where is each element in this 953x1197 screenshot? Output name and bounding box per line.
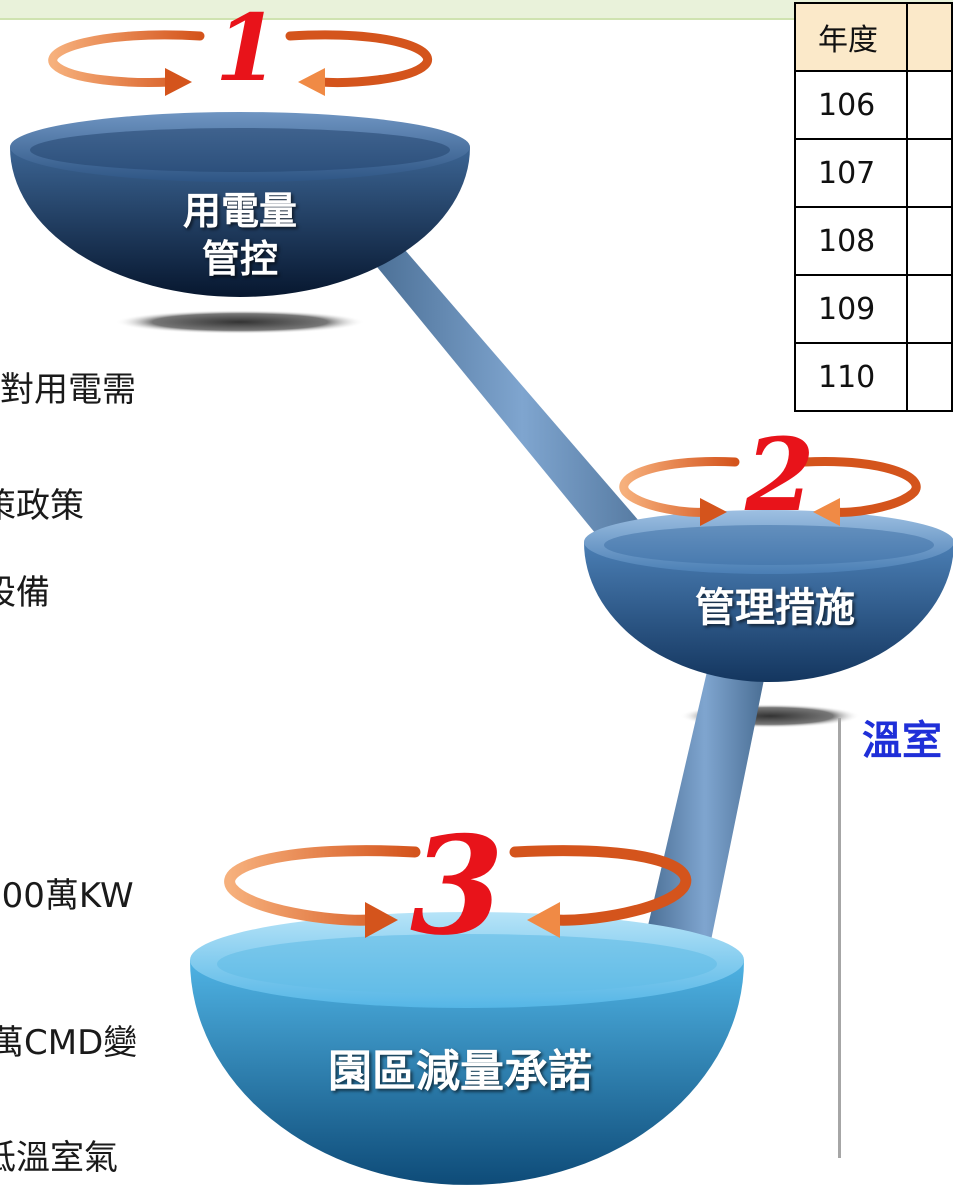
table-cell-year: 109: [793, 274, 909, 344]
connector-1-2: [355, 240, 690, 600]
table-header-col2: [906, 2, 953, 72]
step-number-1: 1: [215, 0, 280, 102]
connector-2-3: [640, 650, 770, 970]
table-cell-year: 106: [793, 70, 909, 140]
bowl3-label: 園區減量承諾: [328, 1046, 592, 1097]
table-cell-year: 108: [793, 206, 909, 276]
table-cell-year: 110: [793, 342, 909, 412]
step-number-3: 3: [410, 806, 504, 965]
left-text-2: 策政策: [0, 486, 84, 526]
table-cell-value: [906, 342, 953, 412]
left-text-1: 對用電需: [0, 370, 136, 410]
table-row: 108: [793, 206, 953, 276]
left-text-6: 低溫室氣: [0, 1138, 118, 1178]
bowl1-body: [10, 147, 470, 297]
table-header-year: 年度: [793, 2, 909, 72]
vertical-divider: [838, 718, 841, 1158]
table-row: 109: [793, 274, 953, 344]
table-cell-value: [906, 274, 953, 344]
left-text-5: 萬CMD變: [0, 1023, 138, 1063]
table-cell-value: [906, 70, 953, 140]
top-banner-strip: [0, 0, 953, 20]
table-row: 110: [793, 342, 953, 412]
table-cell-value: [906, 138, 953, 208]
bowl1-shadow: [115, 310, 365, 334]
table-row: 106: [793, 70, 953, 140]
ghg-section-title: 溫室: [862, 718, 942, 764]
table-cell-value: [906, 206, 953, 276]
left-text-3: 設備: [0, 573, 50, 613]
year-table: 年度 106 107 108 109 110: [793, 2, 953, 412]
rotate-arrows-2-icon: [619, 457, 921, 526]
table-cell-year: 107: [793, 138, 909, 208]
table-row: 107: [793, 138, 953, 208]
bowl2-body: [584, 542, 953, 682]
bowl3-body: [190, 960, 744, 1185]
bowl1-label-line2: 管控: [201, 237, 278, 281]
rotate-arrows-3-icon: [224, 845, 692, 938]
table-header-row: 年度: [793, 2, 953, 72]
bowl2-label: 管理措施: [695, 585, 855, 631]
bowl1-label-line1: 用電量: [182, 189, 297, 233]
left-text-4: 100萬KW: [0, 876, 134, 916]
rotate-arrows-1-icon: [48, 30, 432, 96]
step-number-2: 2: [745, 416, 815, 534]
